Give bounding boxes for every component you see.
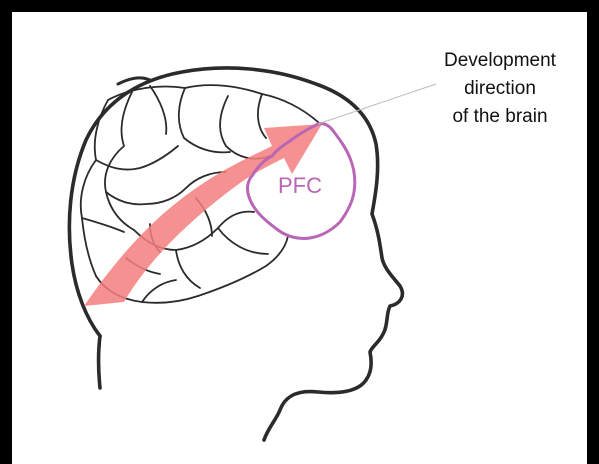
annotation-line-2: direction bbox=[464, 78, 536, 99]
head-outline bbox=[69, 68, 402, 440]
brain-sketch-svg: PFC Development direction of the brain bbox=[12, 12, 587, 464]
annotation-leader-line bbox=[318, 84, 436, 124]
development-arrow bbox=[84, 124, 322, 306]
figure-canvas: PFC Development direction of the brain bbox=[12, 12, 587, 464]
annotation-line-1: Development bbox=[444, 50, 557, 71]
pfc-label: PFC bbox=[278, 173, 322, 198]
annotation-line-3: of the brain bbox=[452, 106, 547, 127]
